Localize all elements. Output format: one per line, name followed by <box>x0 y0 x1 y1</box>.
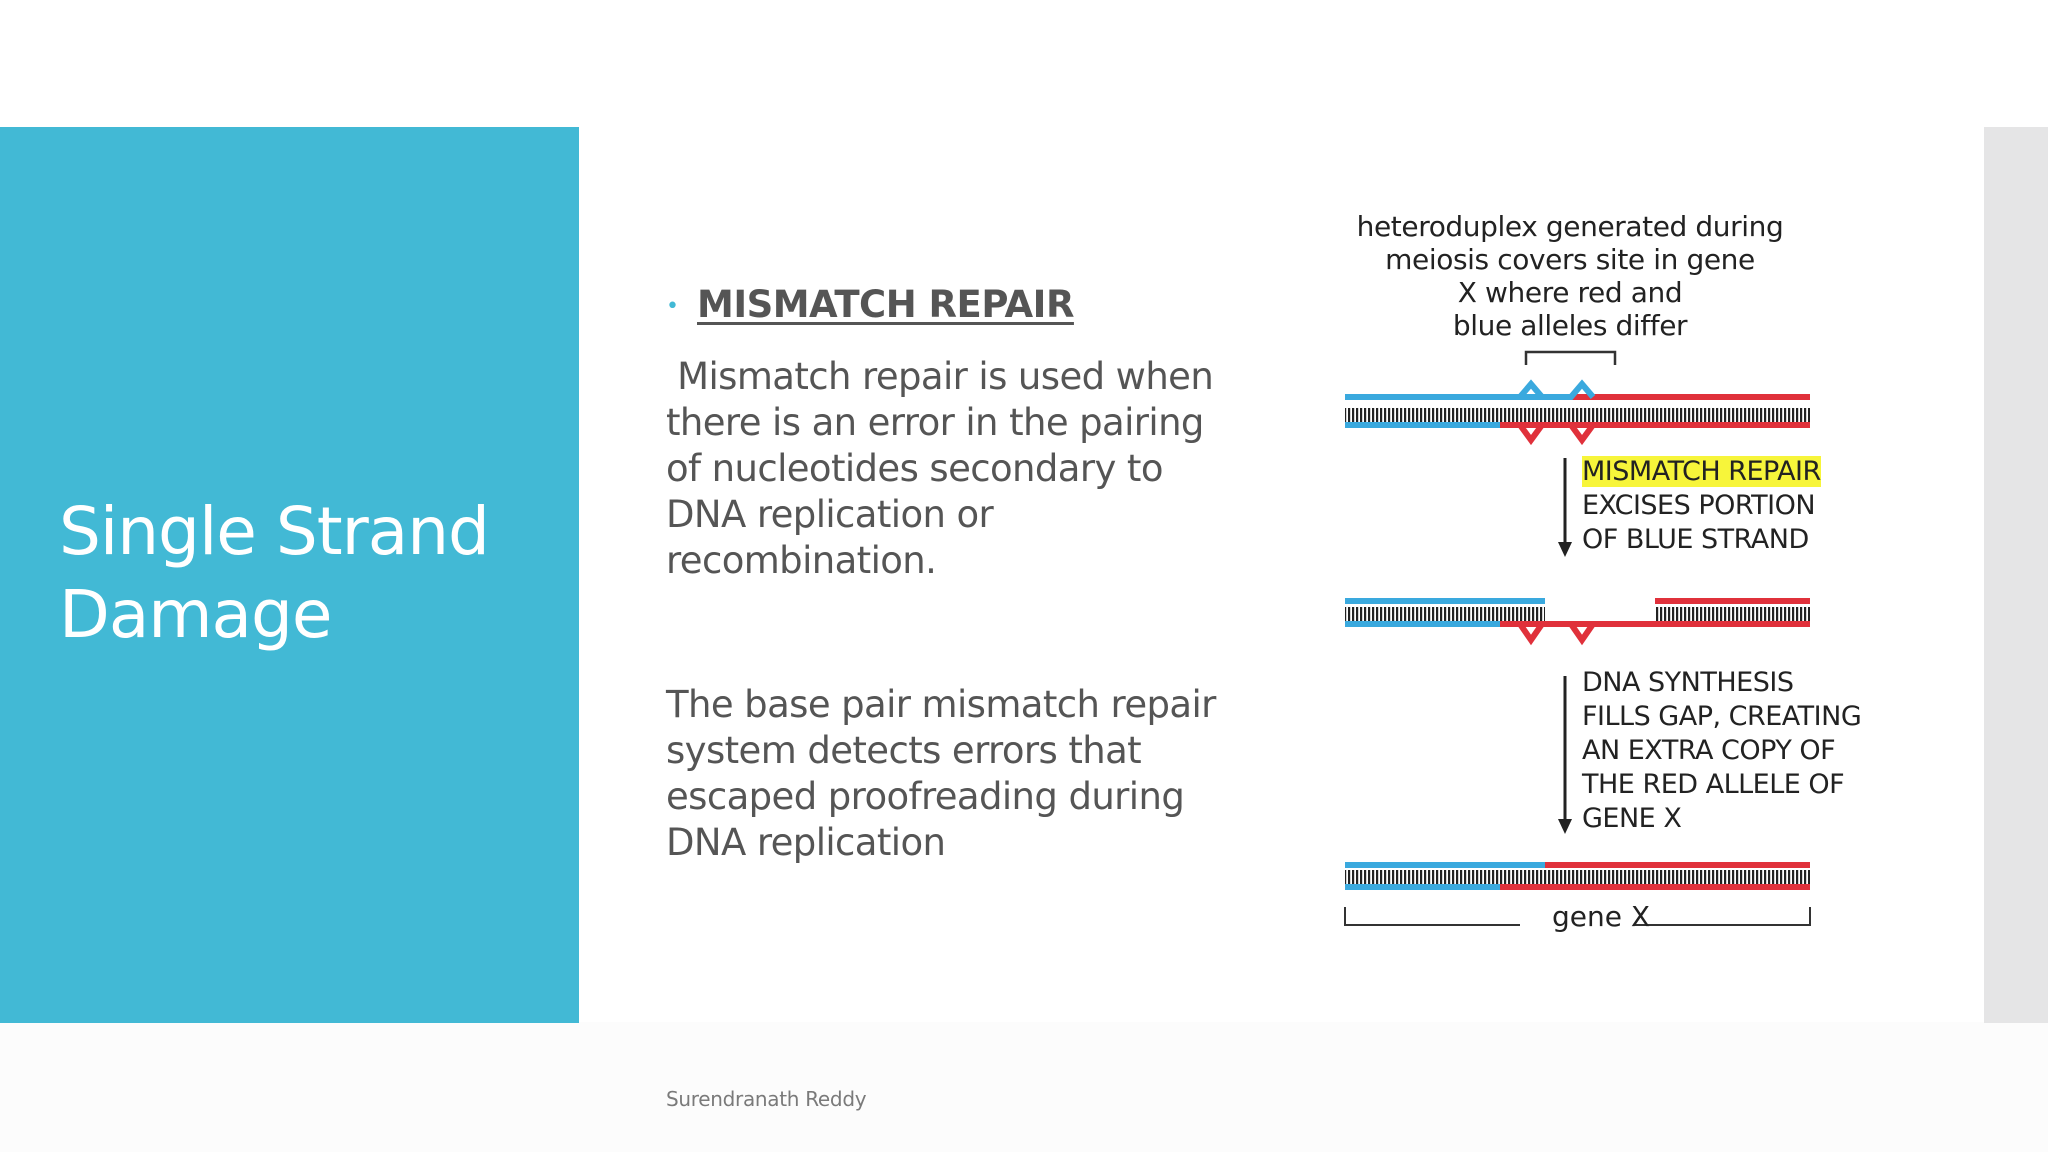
repaired-molecule <box>1345 862 1810 890</box>
title-panel <box>0 127 579 1023</box>
heteroduplex-molecule <box>1345 379 1810 446</box>
step-1-note: MISMATCH REPAIR EXCISES PORTION OF BLUE … <box>1582 456 1821 555</box>
bullet-icon: • <box>666 294 679 319</box>
excised-molecule <box>1345 598 1810 646</box>
dna-strands-illustration <box>1344 350 1811 926</box>
side-strip <box>1984 127 2048 1023</box>
author-footer: Surendranath Reddy <box>666 1087 867 1111</box>
highlighted-label: MISMATCH REPAIR <box>1582 456 1821 487</box>
paragraph-mismatch-repair: Mismatch repair is used when there is an… <box>666 355 1225 582</box>
paragraph-base-pair-system: The base pair mismatch repair system det… <box>666 683 1227 864</box>
gene-span-bracket <box>1344 907 1811 926</box>
step-2-note: DNA SYNTHESIS FILLS GAP, CREATING AN EXT… <box>1582 667 1862 834</box>
gene-label: gene X <box>1551 900 1651 933</box>
site-bracket <box>1524 350 1617 365</box>
heteroduplex-caption: heteroduplex generated during meiosis co… <box>1356 210 1784 342</box>
footer-band <box>0 1022 2048 1152</box>
mismatch-repair-diagram: heteroduplex generated during meiosis co… <box>1320 200 1900 960</box>
slide-title: Single Strand Damage <box>59 493 490 653</box>
section-heading: MISMATCH REPAIR <box>697 283 1074 326</box>
